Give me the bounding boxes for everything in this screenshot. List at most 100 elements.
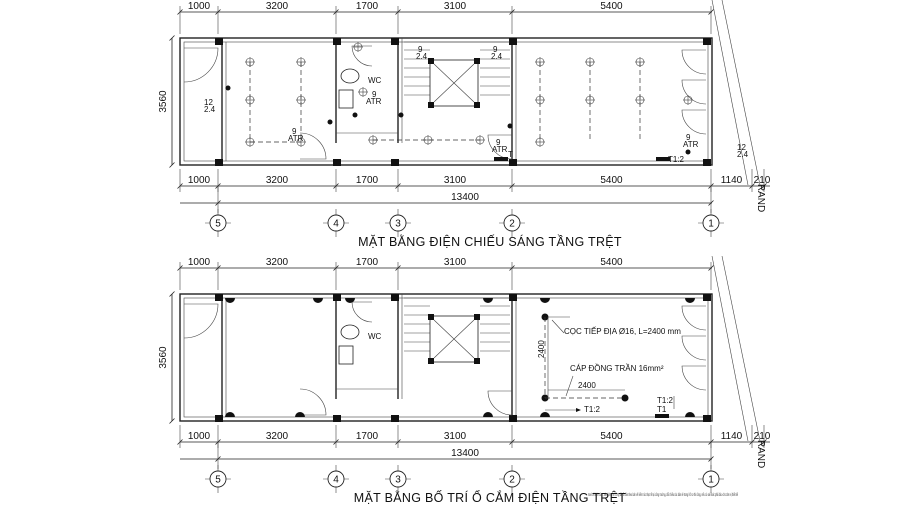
top-dimension-label: 1000: [188, 1, 211, 12]
structural-column: [474, 314, 480, 320]
grounding-dimension: 2400: [578, 381, 596, 390]
facade-door: [681, 305, 707, 331]
grid-axis-5: 5: [205, 209, 231, 237]
light-switch-icon: [685, 149, 691, 155]
facade-door: [681, 109, 707, 135]
light-switch-icon: [507, 123, 513, 129]
lighting-annotation: ATR: [288, 134, 304, 143]
structural-column: [474, 102, 480, 108]
grounding-note: CỌC TIẾP ĐỊA Ø16, L=2400 mm: [564, 326, 681, 336]
facade-door: [681, 49, 707, 75]
grid-axis-label: 4: [333, 219, 339, 230]
door-swing: [299, 132, 327, 160]
top-dimension-label: 3100: [444, 1, 467, 12]
lighting-annotation: 9: [292, 127, 297, 136]
facade-door: [681, 335, 707, 361]
structural-column: [391, 38, 399, 45]
bottom-dimension-label: 1700: [356, 175, 379, 186]
bottom-dimension-label: 5400: [600, 175, 623, 186]
outer-wall: [179, 293, 713, 422]
structural-column: [474, 58, 480, 64]
elevator-cross: [433, 319, 475, 359]
dimension-tick: [169, 162, 175, 168]
power-socket-icon: [225, 298, 235, 303]
door-swing: [351, 301, 373, 323]
grid-axis-3: 3: [385, 465, 411, 493]
lighting-annotation: 12: [204, 98, 213, 107]
bottom-dimension-label: 3100: [444, 431, 467, 442]
power-socket-icon: [540, 298, 550, 303]
structural-column: [703, 415, 711, 422]
top-dimension-label: 3100: [444, 257, 467, 268]
light-switch-icon: [352, 112, 358, 118]
grid-axis-label: 5: [215, 475, 221, 486]
power-socket-icon: [345, 298, 355, 303]
footnote: Nước khi thi công, xác định vị trí công …: [588, 491, 738, 497]
elevator-shaft: [429, 59, 479, 107]
structural-column: [215, 294, 223, 301]
arrow-icon: [576, 408, 581, 412]
grid-axis-label: 1: [708, 219, 714, 230]
dimension-tick: [169, 418, 175, 424]
ramp-line: [721, 255, 761, 442]
panel-label: T1:2: [584, 405, 601, 414]
structural-column: [509, 159, 517, 166]
top-dimension-label: 3200: [266, 257, 289, 268]
bottom-dimension-label: 1000: [188, 431, 211, 442]
ramp-label: RAND: [755, 440, 766, 468]
grid-axis-2: 2: [499, 465, 525, 493]
grid-bubble: [327, 470, 345, 488]
door-swing: [299, 388, 327, 416]
plan-title: MẶT BẰNG ĐIỆN CHIẾU SÁNG TẦNG TRỆT: [358, 234, 622, 249]
ceiling-light-icon: [358, 87, 368, 97]
grid-axis-label: 4: [333, 475, 339, 486]
dimension-tick: [169, 35, 175, 41]
lighting-annotation: 9: [493, 45, 498, 54]
lighting-annotation: ATR: [366, 97, 382, 106]
grid-bubble: [503, 470, 521, 488]
lighting-annotation: 2.4: [204, 105, 216, 114]
facade-door: [681, 79, 707, 105]
structural-column: [428, 58, 434, 64]
outer-wall: [179, 37, 713, 166]
lighting-annotation: ATR: [492, 145, 508, 154]
power-socket-icon: [685, 298, 695, 303]
lighting-annotation: 2.4: [491, 52, 503, 61]
grid-axis-1: 1: [698, 465, 724, 493]
structural-column: [474, 358, 480, 364]
bottom-dimension-label: 5400: [600, 431, 623, 442]
grid-axis-label: 2: [509, 475, 515, 486]
grounding-dimension: 2400: [537, 340, 546, 358]
power-socket-icon: [295, 412, 305, 417]
structural-column: [509, 415, 517, 422]
grid-axis-1: 1: [698, 209, 724, 237]
grid-bubble: [503, 214, 521, 232]
structural-column: [703, 159, 711, 166]
structural-column: [428, 358, 434, 364]
structural-column: [333, 38, 341, 45]
lighting-annotation: 9: [496, 138, 501, 147]
door-swing: [487, 390, 513, 416]
bottom-dimension-label: 210: [754, 431, 771, 442]
top-dimension-label: 5400: [600, 257, 623, 268]
structural-column: [215, 415, 223, 422]
room-label-wc: WC: [368, 332, 382, 341]
grid-axis-2: 2: [499, 209, 525, 237]
ramp-label: RAND: [755, 184, 766, 212]
bottom-dimension-label: 3100: [444, 175, 467, 186]
structural-column: [703, 38, 711, 45]
bottom-dimension-label: 1140: [721, 175, 743, 186]
grid-axis-label: 5: [215, 219, 221, 230]
structural-column: [703, 294, 711, 301]
plan-title: MẶT BẰNG BỐ TRÍ Ổ CẮM ĐIỆN TẦNG TRỆT: [354, 490, 626, 505]
sink-fixture: [338, 345, 354, 365]
lighting-annotation: ATR: [683, 140, 699, 149]
lighting-annotation: T1:2: [668, 155, 685, 164]
grid-bubble: [702, 214, 720, 232]
grid-axis-4: 4: [323, 465, 349, 493]
grid-axis-5: 5: [205, 465, 231, 493]
grid-bubble: [327, 214, 345, 232]
leader-line: [565, 375, 574, 397]
distribution-board: [494, 157, 508, 161]
